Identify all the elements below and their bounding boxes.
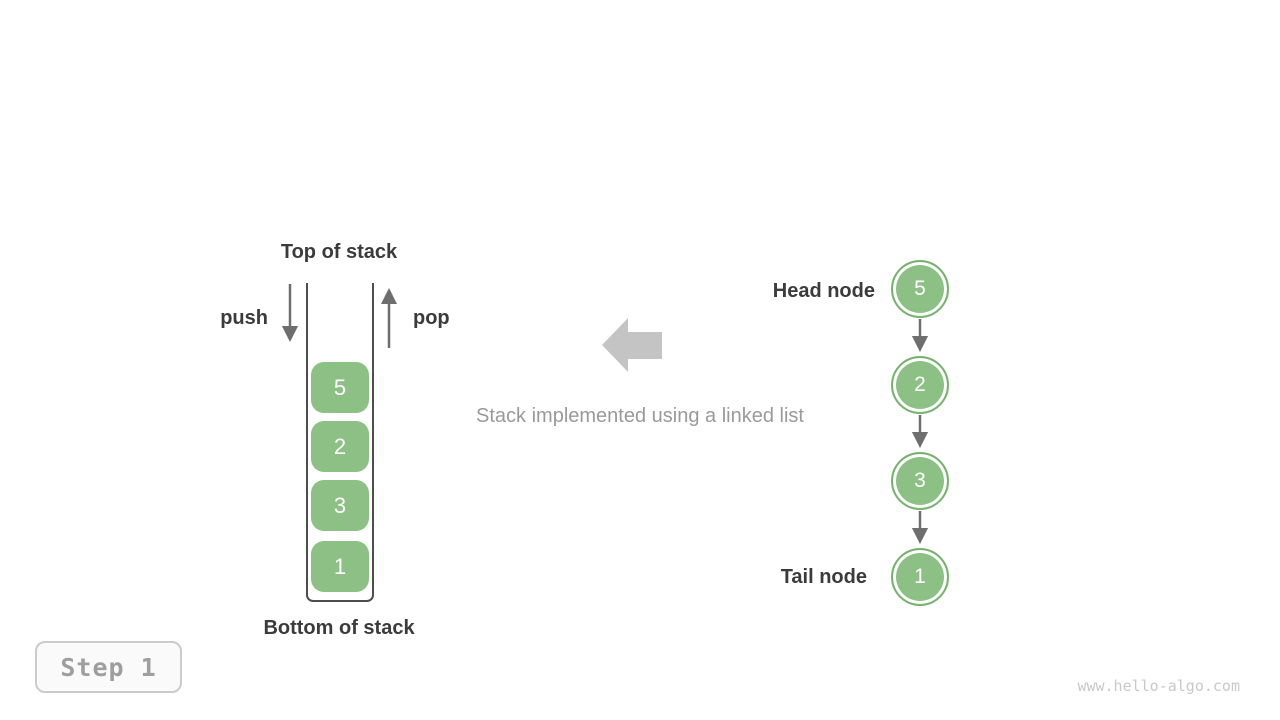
top-of-stack-label: Top of stack — [280, 241, 398, 263]
stack-item: 2 — [311, 421, 369, 472]
pop-label: pop — [413, 307, 450, 329]
website-url: www.hello-algo.com — [1077, 677, 1240, 695]
left-arrow-icon — [602, 318, 662, 372]
diagram-caption: Stack implemented using a linked list — [476, 405, 804, 427]
bottom-of-stack-label: Bottom of stack — [263, 617, 415, 639]
linked-list-node: 3 — [891, 452, 949, 510]
push-label: push — [220, 307, 268, 329]
head-node-label: Head node — [772, 280, 875, 302]
stack-item: 1 — [311, 541, 369, 592]
tail-node-label: Tail node — [780, 566, 867, 588]
linked-list-node: 5 — [891, 260, 949, 318]
step-button[interactable]: Step 1 — [35, 641, 182, 693]
stack-item: 5 — [311, 362, 369, 413]
linked-list-node: 1 — [891, 548, 949, 606]
linked-list-node: 2 — [891, 356, 949, 414]
stack-item: 3 — [311, 480, 369, 531]
